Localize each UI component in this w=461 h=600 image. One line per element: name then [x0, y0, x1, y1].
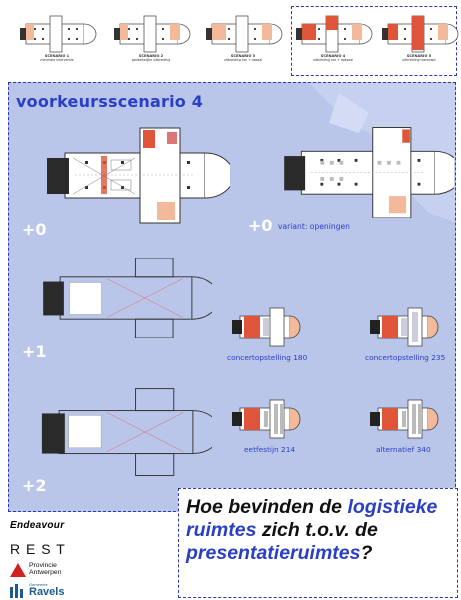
scenario-caption: SCENARIO 4 uitbreiding kor + doksaal — [292, 54, 374, 62]
logo-line: Provincie — [29, 562, 57, 569]
level-label-1: +1 — [22, 342, 47, 361]
setup-plan-concert-180[interactable] — [230, 306, 306, 348]
church-plan-thumb — [19, 15, 97, 53]
provincie-antwerpen-logo: Provincie Antwerpen — [29, 562, 62, 576]
scenario-subtitle: uitbreiding kor + doxaal — [223, 58, 263, 62]
floorplan-level-0[interactable] — [40, 118, 230, 228]
question-part: ? — [360, 542, 373, 564]
rest-logo: R E S T — [10, 541, 66, 557]
scenario-thumb-3[interactable]: SCENARIO 3 uitbreiding kor + doxaal — [202, 10, 284, 72]
selected-scenarios-frame — [291, 6, 457, 76]
scenario-title: SCENARIO 2 — [138, 54, 164, 58]
provincie-antwerpen-icon — [10, 563, 26, 577]
scenario-title: SCENARIO 5 — [406, 54, 432, 58]
scenario-caption: SCENARIO 2 gedeeltelijke uitbreiding — [110, 54, 192, 62]
scenario-caption: SCENARIO 1 minimale interventie — [16, 54, 98, 62]
church-plan-thumb — [205, 15, 283, 53]
scenario-caption: SCENARIO 5 uitbreiding transcept — [378, 54, 460, 62]
church-plan-thumb — [381, 15, 459, 53]
endeavour-logo: Endeavour — [10, 520, 65, 531]
church-plan-thumb — [295, 15, 373, 53]
question-highlight: logistieke ruimtes — [186, 496, 438, 541]
question-text: Hoe bevinden de logistieke ruimtes zich … — [186, 496, 454, 565]
scenario-subtitle: minimale interventie — [40, 58, 74, 62]
floorplan-level-2[interactable] — [40, 386, 212, 481]
ravels-icon — [10, 584, 23, 598]
setup-label: eetfestijn 214 — [244, 445, 296, 454]
level-label-2: +2 — [22, 476, 47, 495]
variant-label: variant: openingen — [278, 222, 350, 231]
scenario-subtitle: uitbreiding kor + doksaal — [312, 58, 354, 62]
scenario-thumb-1[interactable]: SCENARIO 1 minimale interventie — [16, 10, 98, 72]
question-part: zich t.o.v. de — [256, 519, 378, 541]
question-box — [178, 488, 458, 598]
setup-plan-eetfestijn-214[interactable] — [230, 398, 306, 440]
question-part: Hoe bevinden de — [186, 496, 348, 518]
level-label-0: +0 — [22, 220, 47, 239]
setup-label: concertopstelling 235 — [365, 353, 446, 362]
scenario-thumb-4[interactable]: SCENARIO 4 uitbreiding kor + doksaal — [292, 10, 374, 72]
question-highlight: presentatieruimtes — [186, 542, 361, 564]
setup-label: concertopstelling 180 — [227, 353, 308, 362]
setup-label: alternatief 340 — [376, 445, 431, 454]
scenario-subtitle: uitbreiding transcept — [402, 58, 436, 62]
scenario-thumb-2[interactable]: SCENARIO 2 gedeeltelijke uitbreiding — [110, 10, 192, 72]
scenario-title: SCENARIO 3 — [230, 54, 256, 58]
scenario-thumb-5[interactable]: SCENARIO 5 uitbreiding transcept — [378, 10, 460, 72]
scenario-caption: SCENARIO 3 uitbreiding kor + doxaal — [202, 54, 284, 62]
scenario-subtitle: gedeeltelijke uitbreiding — [131, 58, 171, 62]
setup-plan-alternatief-340[interactable] — [368, 398, 444, 440]
setup-plan-concert-235[interactable] — [368, 306, 444, 348]
ravels-logo: Ravels — [29, 586, 65, 598]
church-plan-thumb — [113, 15, 191, 53]
panel-title: voorkeursscenario 4 — [16, 92, 204, 111]
ravels-small-text: Gemeente — [29, 582, 48, 587]
floorplan-level-1[interactable] — [40, 258, 212, 338]
scenario-title: SCENARIO 4 — [320, 54, 346, 58]
logo-line: Antwerpen — [29, 569, 62, 576]
variant-level-label: +0 — [248, 216, 273, 235]
floorplan-level-0-variant[interactable] — [282, 118, 454, 218]
scenario-title: SCENARIO 1 — [44, 54, 70, 58]
